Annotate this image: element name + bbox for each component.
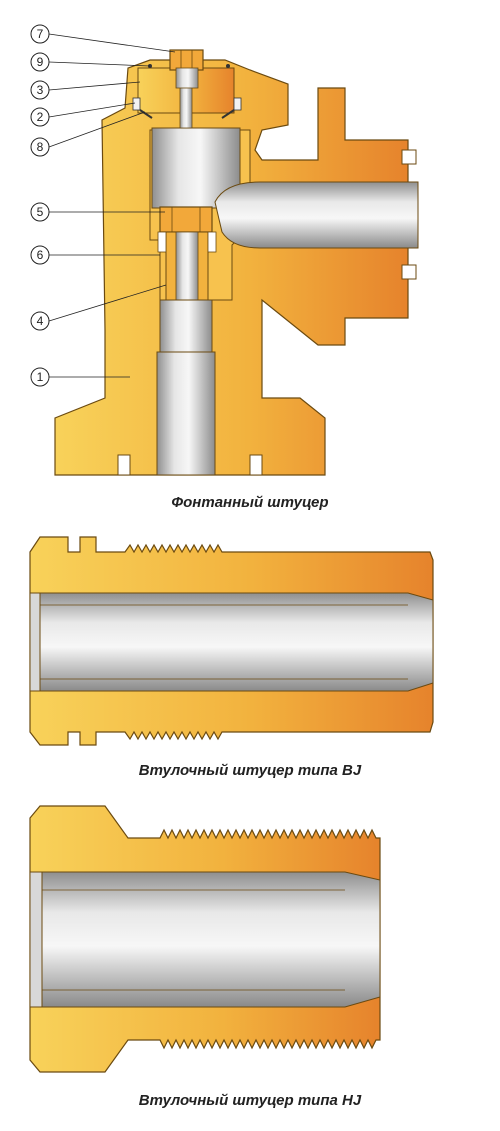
hj-bushing-drawing bbox=[29, 805, 381, 1073]
outlet-bore bbox=[214, 181, 419, 249]
svg-text:5: 5 bbox=[37, 205, 44, 219]
svg-text:4: 4 bbox=[37, 314, 44, 328]
choke-bean-nut bbox=[159, 206, 213, 233]
callout-7: 7 bbox=[30, 24, 176, 53]
callout-1: 1 bbox=[30, 367, 130, 387]
svg-text:1: 1 bbox=[37, 370, 44, 384]
caption-fountain-choke: Фонтанный штуцер bbox=[171, 494, 329, 511]
callout-4: 4 bbox=[30, 284, 167, 331]
svg-text:6: 6 bbox=[37, 248, 44, 262]
svg-text:2: 2 bbox=[37, 110, 44, 124]
svg-text:3: 3 bbox=[37, 83, 44, 97]
callout-2: 2 bbox=[30, 102, 136, 127]
callout-6: 6 bbox=[30, 245, 160, 265]
callout-3: 3 bbox=[30, 80, 141, 100]
svg-text:9: 9 bbox=[37, 55, 44, 69]
callout-8: 8 bbox=[30, 111, 146, 157]
lower-bore bbox=[156, 351, 216, 476]
plug-nut bbox=[169, 49, 204, 71]
lower-bore-upper bbox=[159, 299, 213, 353]
bj-bore bbox=[29, 592, 434, 692]
seal-ring-left bbox=[132, 97, 141, 111]
seal-ring-right bbox=[233, 97, 242, 111]
callout-5: 5 bbox=[30, 202, 165, 222]
fountain-choke-drawing: 7 9 3 2 8 5 6 bbox=[30, 24, 419, 476]
callout-9: 9 bbox=[30, 52, 151, 72]
hj-bore bbox=[29, 871, 381, 1008]
caption-bj-bushing: Втулочный штуцер типа BJ bbox=[138, 762, 362, 779]
caption-hj-bushing: Втулочный штуцер типа HJ bbox=[138, 1092, 362, 1109]
bj-bushing-drawing bbox=[29, 536, 434, 746]
plug-seat bbox=[175, 67, 199, 89]
svg-text:7: 7 bbox=[37, 27, 44, 41]
svg-text:8: 8 bbox=[37, 140, 44, 154]
